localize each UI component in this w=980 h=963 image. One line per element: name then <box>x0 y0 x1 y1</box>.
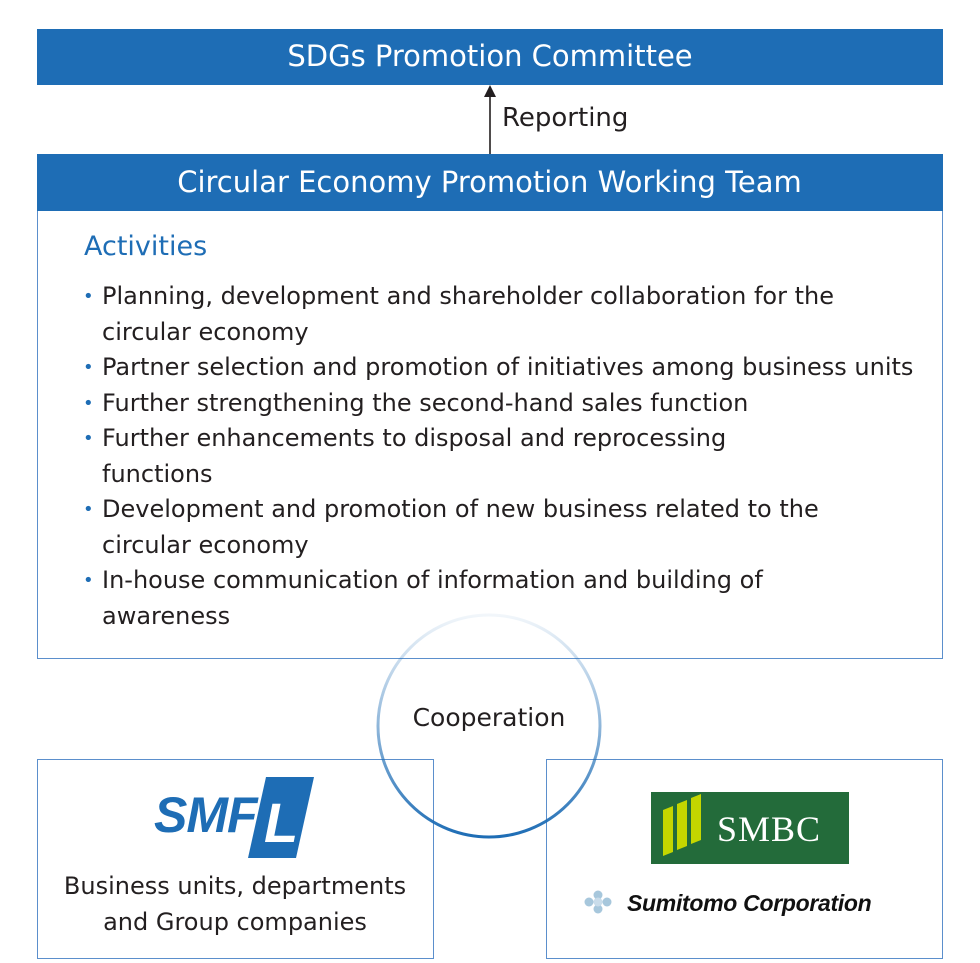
smfl-box: SMF L Business units, departments and Gr… <box>37 759 434 959</box>
smfl-units-label: Business units, departments and Group co… <box>38 868 432 940</box>
smfl-label-line: Business units, departments <box>63 872 407 900</box>
activity-line: Development and promotion of new busines… <box>102 495 819 523</box>
cooperation-label: Cooperation <box>412 703 566 732</box>
sumitomo-corporation-name: Sumitomo Corporation <box>627 890 872 916</box>
activity-line: Further strengthening the second-hand sa… <box>102 388 749 417</box>
reporting-arrow <box>484 85 496 156</box>
activities-heading: Activities <box>84 231 208 262</box>
bullet-icon: • <box>83 428 94 449</box>
activities-list: • Planning, development and shareholder … <box>82 279 932 634</box>
svg-text:L: L <box>264 791 298 854</box>
activity-line: In-house communication of information an… <box>102 566 763 594</box>
activity-line: Further enhancements to disposal and rep… <box>102 424 727 452</box>
activity-line: Planning, development and shareholder co… <box>102 282 834 310</box>
activity-line: Partner selection and promotion of initi… <box>102 353 914 381</box>
smbc-logo: SMBC <box>651 792 849 864</box>
activity-item: • Planning, development and shareholder … <box>82 279 932 350</box>
working-team-panel: Circular Economy Promotion Working Team … <box>36 153 943 659</box>
bullet-icon: • <box>83 286 94 307</box>
bullet-icon: • <box>83 499 94 520</box>
activity-item: • Partner selection and promotion of ini… <box>82 350 932 386</box>
activity-line: circular economy <box>102 530 309 559</box>
activity-line: functions <box>102 459 213 488</box>
svg-text:SMBC: SMBC <box>717 809 821 849</box>
reporting-label: Reporting <box>502 103 629 133</box>
bullet-icon: • <box>83 570 94 591</box>
bullet-icon: • <box>83 392 94 414</box>
activity-line: awareness <box>102 601 231 630</box>
activity-item: • In-house communication of information … <box>82 563 932 634</box>
activity-item: • Further strengthening the second-hand … <box>82 386 932 422</box>
activity-line: circular economy <box>102 317 309 346</box>
working-team-title: Circular Economy Promotion Working Team <box>36 153 943 211</box>
bullet-icon: • <box>83 357 94 378</box>
committee-title: SDGs Promotion Committee <box>287 39 693 73</box>
smfl-label-line: and Group companies <box>103 908 367 936</box>
svg-text:SMF: SMF <box>154 787 259 843</box>
partners-box: SMBC Sumitomo Corporation <box>546 759 943 959</box>
committee-header: SDGs Promotion Committee <box>37 29 943 85</box>
sumitomo-logo-icon <box>584 890 612 914</box>
activity-item: • Further enhancements to disposal and r… <box>82 421 932 492</box>
activity-item: • Development and promotion of new busin… <box>82 492 932 563</box>
smfl-logo: SMF L <box>154 777 314 858</box>
